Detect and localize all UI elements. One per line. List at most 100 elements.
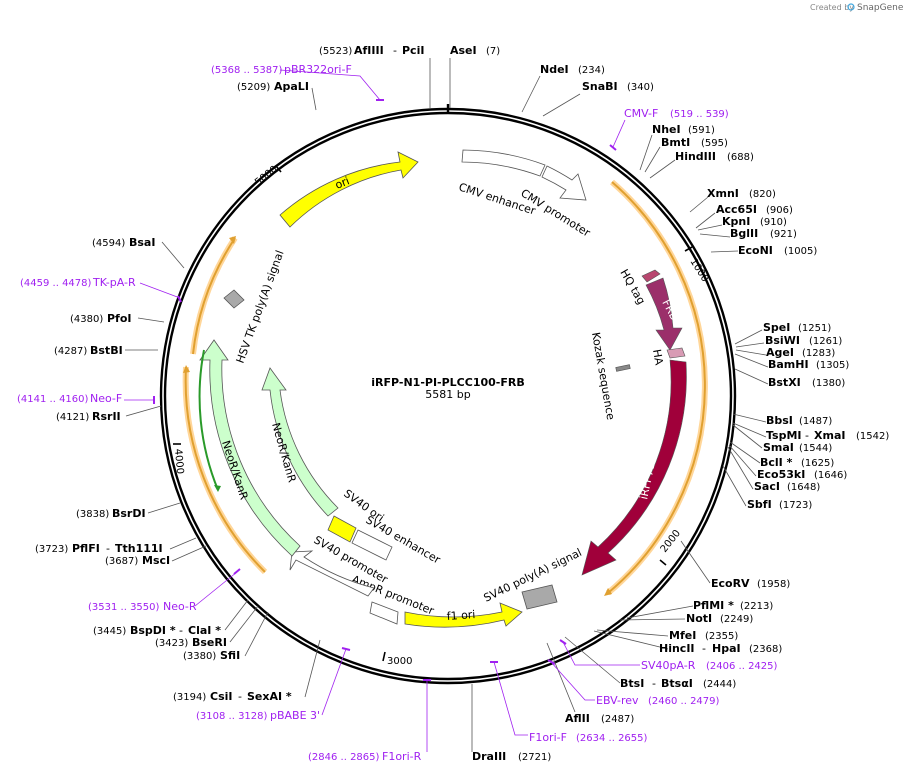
site-draiii[interactable]: DraIII (2721) — [472, 750, 551, 763]
primer-neo-r[interactable]: (3531 .. 3550) Neo-R — [88, 571, 238, 613]
svg-text:BsrDI: BsrDI — [112, 507, 146, 520]
site-bcli[interactable]: BclI * (1625) — [760, 456, 834, 469]
svg-text:(910): (910) — [760, 217, 787, 228]
feature-sv40-enhancer[interactable] — [351, 529, 393, 561]
site-bsai[interactable]: (4594) BsaI — [92, 236, 155, 249]
site-afliii[interactable]: (5523) AfIIII - PciI — [319, 44, 424, 57]
feature-neor-strand — [198, 349, 219, 491]
site-ecorv[interactable]: EcoRV (1958) — [711, 577, 790, 590]
feature-ha[interactable] — [666, 347, 686, 359]
svg-text:(1380): (1380) — [812, 378, 845, 389]
svg-text:(4287): (4287) — [54, 346, 87, 357]
feature-cmv-enhancer[interactable] — [461, 149, 546, 177]
primer-neo-f[interactable]: (4141 .. 4160) Neo-F — [17, 392, 154, 405]
site-agei[interactable]: AgeI (1283) — [766, 346, 835, 359]
svg-text:(1625): (1625) — [801, 458, 834, 469]
orf-arrowhead-irfp — [604, 588, 612, 596]
site-snabi[interactable]: SnaBI (340) — [582, 80, 654, 93]
primer-tk-pa-r[interactable]: (4459 .. 4478) TK-pA-R — [20, 276, 181, 299]
site-bbsi[interactable]: BbsI (1487) — [766, 414, 832, 427]
svg-text:SexAI *: SexAI * — [247, 690, 292, 703]
feature-sv40-polya[interactable] — [521, 584, 558, 610]
feature-f1-ori[interactable] — [404, 602, 523, 628]
site-bglii[interactable]: BglII (921) — [730, 227, 797, 240]
site-pflfi[interactable]: (3723) PflFI - Tth111I — [35, 542, 163, 555]
svg-text:(1261): (1261) — [809, 336, 842, 347]
site-eco53ki[interactable]: Eco53kI (1646) — [757, 468, 847, 481]
primer-f1ori-r[interactable]: (2846 .. 2865) F1ori-R — [308, 680, 428, 763]
svg-text:TK-pA-R: TK-pA-R — [92, 276, 136, 289]
svg-text:(3380): (3380) — [183, 651, 216, 662]
site-pfoi[interactable]: (4380) PfoI — [70, 312, 132, 325]
feature-label-ori: ori — [333, 174, 351, 191]
site-asei[interactable]: AseI (7) — [450, 44, 500, 57]
site-apali[interactable]: (5209) ApaLI — [237, 80, 309, 93]
feature-label-ha: HA — [650, 348, 666, 366]
feature-hq-tag[interactable] — [641, 269, 661, 283]
orf-arc-irfp — [607, 181, 706, 594]
site-hincii[interactable]: HincII - HpaI (2368) — [659, 642, 782, 655]
feature-kozak[interactable] — [615, 364, 631, 372]
feature-frb[interactable] — [645, 277, 683, 351]
svg-text:(5209): (5209) — [237, 82, 270, 93]
svg-text:-: - — [652, 677, 656, 690]
site-spei[interactable]: SpeI (1251) — [763, 321, 831, 334]
svg-text:(1544): (1544) — [799, 443, 832, 454]
svg-text:F1ori-R: F1ori-R — [382, 750, 422, 763]
site-bmti[interactable]: BmtI (595) — [661, 136, 728, 149]
site-rsrii[interactable]: (4121) RsrII — [56, 410, 121, 423]
site-pflmi[interactable]: PflMI * (2213) — [693, 599, 773, 612]
site-aflii[interactable]: AflII (2487) — [565, 712, 634, 725]
primer-sv40pa-r[interactable]: SV40pA-R (2406 .. 2425) — [562, 641, 778, 672]
site-bsrdi[interactable]: (3838) BsrDI — [76, 507, 146, 520]
feature-ampr-promoter[interactable] — [369, 601, 399, 625]
site-econi[interactable]: EcoNI (1005) — [738, 244, 817, 257]
site-tspmi[interactable]: TspMI - XmaI (1542) — [766, 429, 889, 442]
site-bseri[interactable]: (3423) BseRI — [155, 636, 227, 649]
feature-sv40-ori[interactable] — [327, 515, 357, 543]
site-nhei[interactable]: NheI (591) — [652, 123, 715, 136]
svg-text:(1005): (1005) — [784, 246, 817, 257]
feature-sv40-promoter[interactable] — [289, 550, 375, 597]
feature-hsv-tk-polya[interactable] — [223, 289, 245, 309]
site-noti[interactable]: NotI (2249) — [686, 612, 753, 625]
feature-irfp713[interactable] — [581, 359, 687, 576]
primer-f1ori-f[interactable]: F1ori-F (2634 .. 2655) — [493, 661, 648, 744]
feature-ori[interactable] — [279, 151, 419, 228]
snapgene-logo-icon — [847, 3, 855, 11]
site-sfii[interactable]: (3380) SfiI — [183, 649, 240, 662]
svg-text:MfeI: MfeI — [669, 629, 696, 642]
site-bamhi[interactable]: BamHI (1305) — [768, 358, 849, 371]
svg-text:CsiI: CsiI — [210, 690, 232, 703]
site-sbfi[interactable]: SbfI (1723) — [747, 498, 812, 511]
site-xmni[interactable]: XmnI (820) — [707, 187, 776, 200]
feature-neor-inner[interactable] — [261, 367, 339, 517]
site-mfei[interactable]: MfeI (2355) — [669, 629, 738, 642]
svg-text:(1723): (1723) — [779, 500, 812, 511]
svg-text:(3723): (3723) — [35, 544, 68, 555]
site-bspdi[interactable]: (3445) BspDI * - ClaI * — [93, 624, 221, 637]
primer-ebv-rev[interactable]: EBV-rev (2460 .. 2479) — [550, 661, 720, 707]
site-bstxi[interactable]: BstXI (1380) — [768, 376, 845, 389]
site-bsiwi[interactable]: BsiWI (1261) — [765, 334, 842, 347]
site-kpni[interactable]: KpnI (910) — [722, 215, 787, 228]
site-saci[interactable]: SacI (1648) — [754, 480, 820, 493]
feature-neor-strand-arrow — [214, 485, 221, 492]
site-ndei[interactable]: NdeI (234) — [540, 63, 605, 76]
svg-text:(1251): (1251) — [798, 323, 831, 334]
site-acc65i[interactable]: Acc65I (906) — [716, 203, 793, 216]
primer-pbabe3[interactable]: (3108 .. 3128) pBABE 3' — [196, 648, 347, 722]
site-csii[interactable]: (3194) CsiI - SexAI * — [173, 690, 292, 703]
site-msci[interactable]: (3687) MscI — [105, 554, 170, 567]
svg-text:ClaI *: ClaI * — [188, 624, 221, 637]
site-hindiii[interactable]: HindIII (688) — [675, 150, 754, 163]
site-btsi[interactable]: BtsI - BtsαI (2444) — [620, 677, 736, 690]
svg-text:SV40pA-R: SV40pA-R — [641, 659, 696, 672]
svg-text:NheI: NheI — [652, 123, 681, 136]
primer-cmv-f[interactable]: CMV-F (519 .. 539) — [612, 107, 729, 148]
site-bstbi[interactable]: (4287) BstBI — [54, 344, 123, 357]
feature-neor-outer[interactable] — [199, 339, 301, 557]
primer-pbr322ori-f[interactable]: (5368 .. 5387) pBR322ori-F — [211, 63, 381, 101]
site-smai[interactable]: SmaI (1544) — [763, 441, 832, 454]
feature-cmv-promoter[interactable] — [541, 165, 587, 201]
